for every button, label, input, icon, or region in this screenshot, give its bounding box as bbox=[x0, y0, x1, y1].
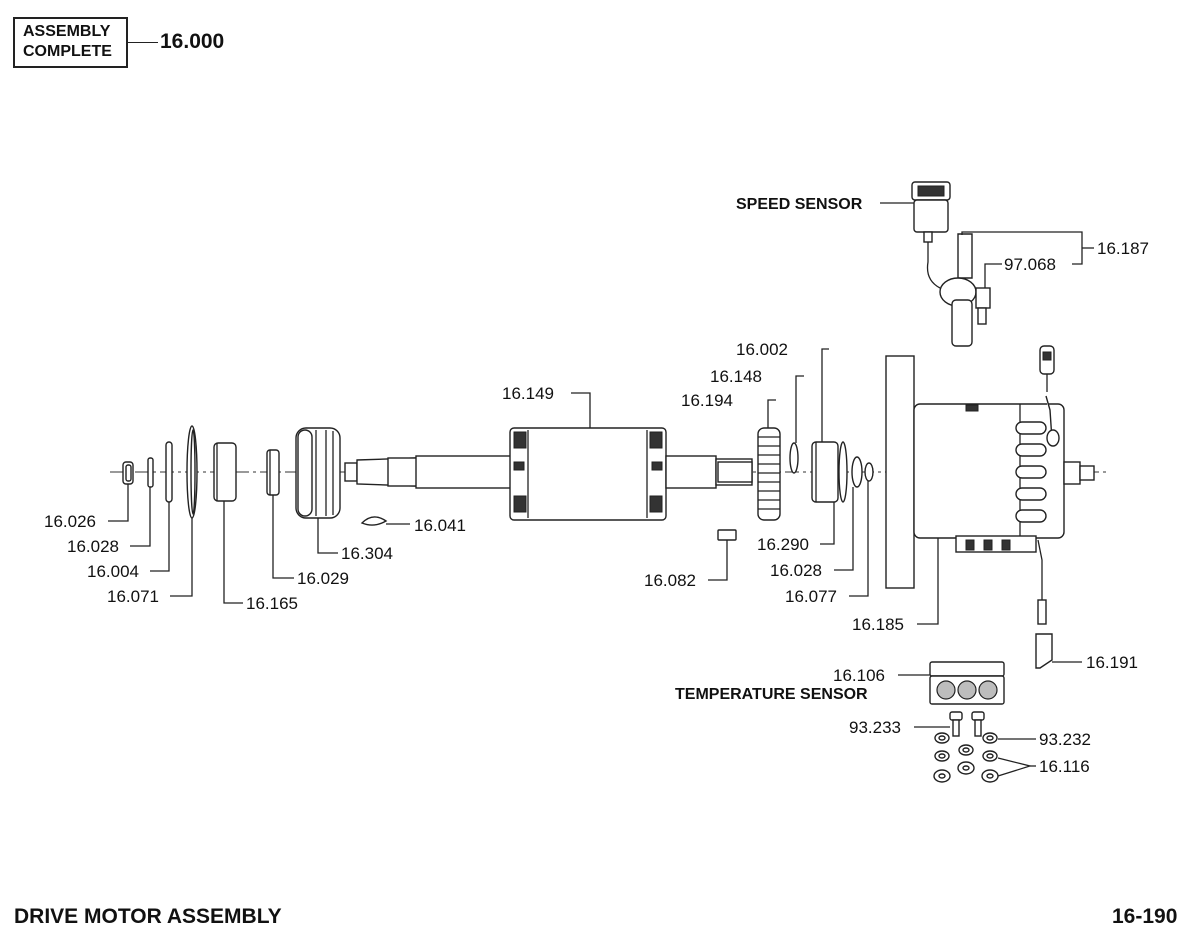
part-16-029 bbox=[266, 449, 280, 496]
part-16-148 bbox=[789, 442, 799, 474]
part-16-185-motor-housing bbox=[885, 345, 1095, 669]
label-16-148: 16.148 bbox=[710, 367, 762, 386]
part-16-304 bbox=[295, 427, 341, 519]
part-16-165 bbox=[213, 442, 237, 502]
part-16-082-key bbox=[717, 529, 737, 541]
speed-sensor-part bbox=[911, 181, 991, 347]
temperature-sensor-part bbox=[929, 661, 1005, 705]
assembly-box-line1: ASSEMBLY bbox=[23, 23, 111, 40]
label-16-194: 16.194 bbox=[681, 391, 733, 410]
label-16-082: 16.082 bbox=[644, 571, 696, 590]
part-16-071 bbox=[186, 425, 198, 519]
part-16-077 bbox=[864, 462, 874, 482]
label-16-029: 16.029 bbox=[297, 569, 349, 588]
part-16-002-bearing bbox=[811, 441, 839, 503]
part-16-028-right bbox=[851, 456, 863, 488]
label-16-028-right: 16.028 bbox=[770, 561, 822, 580]
label-16-041: 16.041 bbox=[414, 516, 466, 535]
label-16-165: 16.165 bbox=[246, 594, 298, 613]
label-16-026: 16.026 bbox=[44, 512, 96, 531]
part-16-041-woodruff-key bbox=[360, 516, 388, 526]
label-16-004: 16.004 bbox=[87, 562, 139, 581]
label-16-304: 16.304 bbox=[341, 544, 393, 563]
footer-page-number: 16-190 bbox=[1112, 905, 1178, 928]
part-16-194-gear bbox=[757, 427, 781, 521]
screws-93-233 bbox=[949, 711, 985, 737]
label-16-187: 16.187 bbox=[1097, 239, 1149, 258]
assembly-box-line2: COMPLETE bbox=[23, 43, 112, 60]
label-temperature-sensor: TEMPERATURE SENSOR bbox=[675, 686, 868, 703]
assembly-complete-box: ASSEMBLY COMPLETE bbox=[13, 17, 128, 68]
part-16-004 bbox=[165, 441, 173, 503]
label-16-290: 16.290 bbox=[757, 535, 809, 554]
label-speed-sensor: SPEED SENSOR bbox=[736, 196, 863, 213]
leader-lines bbox=[108, 202, 1094, 777]
part-16-026 bbox=[122, 461, 134, 485]
footer-title: DRIVE MOTOR ASSEMBLY bbox=[14, 905, 282, 928]
label-93-232: 93.232 bbox=[1039, 730, 1091, 749]
label-93-233: 93.233 bbox=[849, 718, 901, 737]
label-16-028-left: 16.028 bbox=[67, 537, 119, 556]
label-16-071: 16.071 bbox=[107, 587, 159, 606]
label-16-106: 16.106 bbox=[833, 666, 885, 685]
assembly-leader bbox=[128, 42, 158, 43]
part-16-028-left bbox=[147, 457, 154, 488]
label-97-068: 97.068 bbox=[1004, 255, 1056, 274]
label-16-077: 16.077 bbox=[785, 587, 837, 606]
part-16-149-rotor bbox=[344, 427, 753, 521]
assembly-number: 16.000 bbox=[160, 30, 225, 53]
label-16-185: 16.185 bbox=[852, 615, 904, 634]
part-16-290 bbox=[838, 441, 848, 503]
label-16-002: 16.002 bbox=[736, 340, 788, 359]
label-16-191: 16.191 bbox=[1086, 653, 1138, 672]
washers-nuts-16-116 bbox=[933, 732, 999, 783]
label-16-149: 16.149 bbox=[502, 384, 554, 403]
label-16-116: 16.116 bbox=[1039, 757, 1090, 776]
